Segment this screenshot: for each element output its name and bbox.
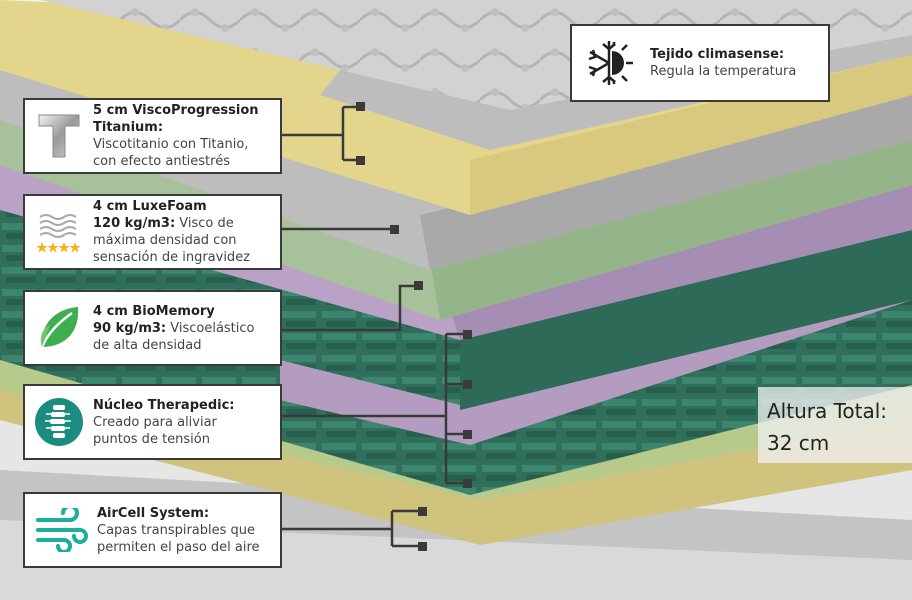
luxefoam-stat: 120 kg/m3:	[93, 216, 176, 231]
total-height-value: 32 cm	[767, 431, 830, 455]
total-height-box: Altura Total: 32 cm	[758, 387, 912, 463]
titanium-title-1: 5 cm ViscoProgression	[93, 103, 259, 118]
aircell-title: AirCell System:	[97, 505, 210, 521]
aircell-desc-1: Capas transpirables que	[97, 522, 256, 538]
titanium-desc-1: Viscotitanio con Titanio,	[93, 137, 249, 152]
biomemory-desc-2: de alta densidad	[93, 337, 202, 353]
biomemory-stat: 90 kg/m3:	[93, 320, 167, 336]
luxefoam-sage-front	[430, 140, 912, 320]
aircell-desc-2: permiten el paso del aire	[97, 539, 260, 555]
connector-aircell	[282, 509, 422, 548]
therapedic-title: Núcleo Therapedic:	[93, 397, 235, 413]
titanium-t-icon	[33, 106, 85, 166]
biomemory-desc-1: Viscoelástico	[166, 320, 255, 336]
connector-therapedic	[282, 332, 467, 485]
climate-title: Tejido climasense:	[650, 47, 785, 62]
therapedic-card: Núcleo Therapedic: Creado para aliviar p…	[23, 384, 282, 460]
spine-icon	[33, 392, 85, 452]
luxefoam-card: 4 cm LuxeFoam 120 kg/m3: Visco de máxima…	[23, 194, 282, 270]
therapedic-desc-1: Creado para aliviar	[93, 414, 217, 430]
climate-card: Tejido climasense: Regula la temperatura	[570, 24, 830, 102]
total-height-label: Altura Total:	[767, 399, 888, 423]
leaf-icon	[33, 298, 85, 358]
titanium-card: 5 cm ViscoProgression Titanium: Viscotit…	[23, 98, 282, 174]
luxefoam-desc-1: Visco de	[175, 216, 234, 231]
biomemory-card: 4 cm BioMemory 90 kg/m3: Viscoelástico d…	[23, 290, 282, 366]
foam-stars-icon	[33, 202, 85, 262]
titanium-desc-2: con efecto antiestrés	[93, 154, 230, 169]
luxefoam-desc-3: sensación de ingravidez	[93, 250, 251, 265]
grey-comfort-front	[420, 95, 912, 270]
titanium-title-2: Titanium:	[93, 120, 164, 135]
teal-front-face	[460, 225, 912, 410]
snowflake-sun-icon	[580, 34, 638, 92]
biomemory-title: 4 cm BioMemory	[93, 303, 215, 319]
therapedic-desc-2: puntos de tensión	[93, 431, 210, 447]
wind-icon	[33, 500, 91, 560]
connector-biomemory	[282, 284, 418, 332]
luxefoam-title: 4 cm LuxeFoam	[93, 199, 207, 214]
climate-desc: Regula la temperatura	[650, 64, 797, 79]
connector-titanium	[282, 105, 360, 162]
connector-endpoints	[356, 102, 472, 551]
luxefoam-desc-2: máxima densidad con	[93, 233, 237, 248]
aircell-card: AirCell System: Capas transpirables que …	[23, 492, 282, 568]
connector-lines	[282, 105, 467, 548]
